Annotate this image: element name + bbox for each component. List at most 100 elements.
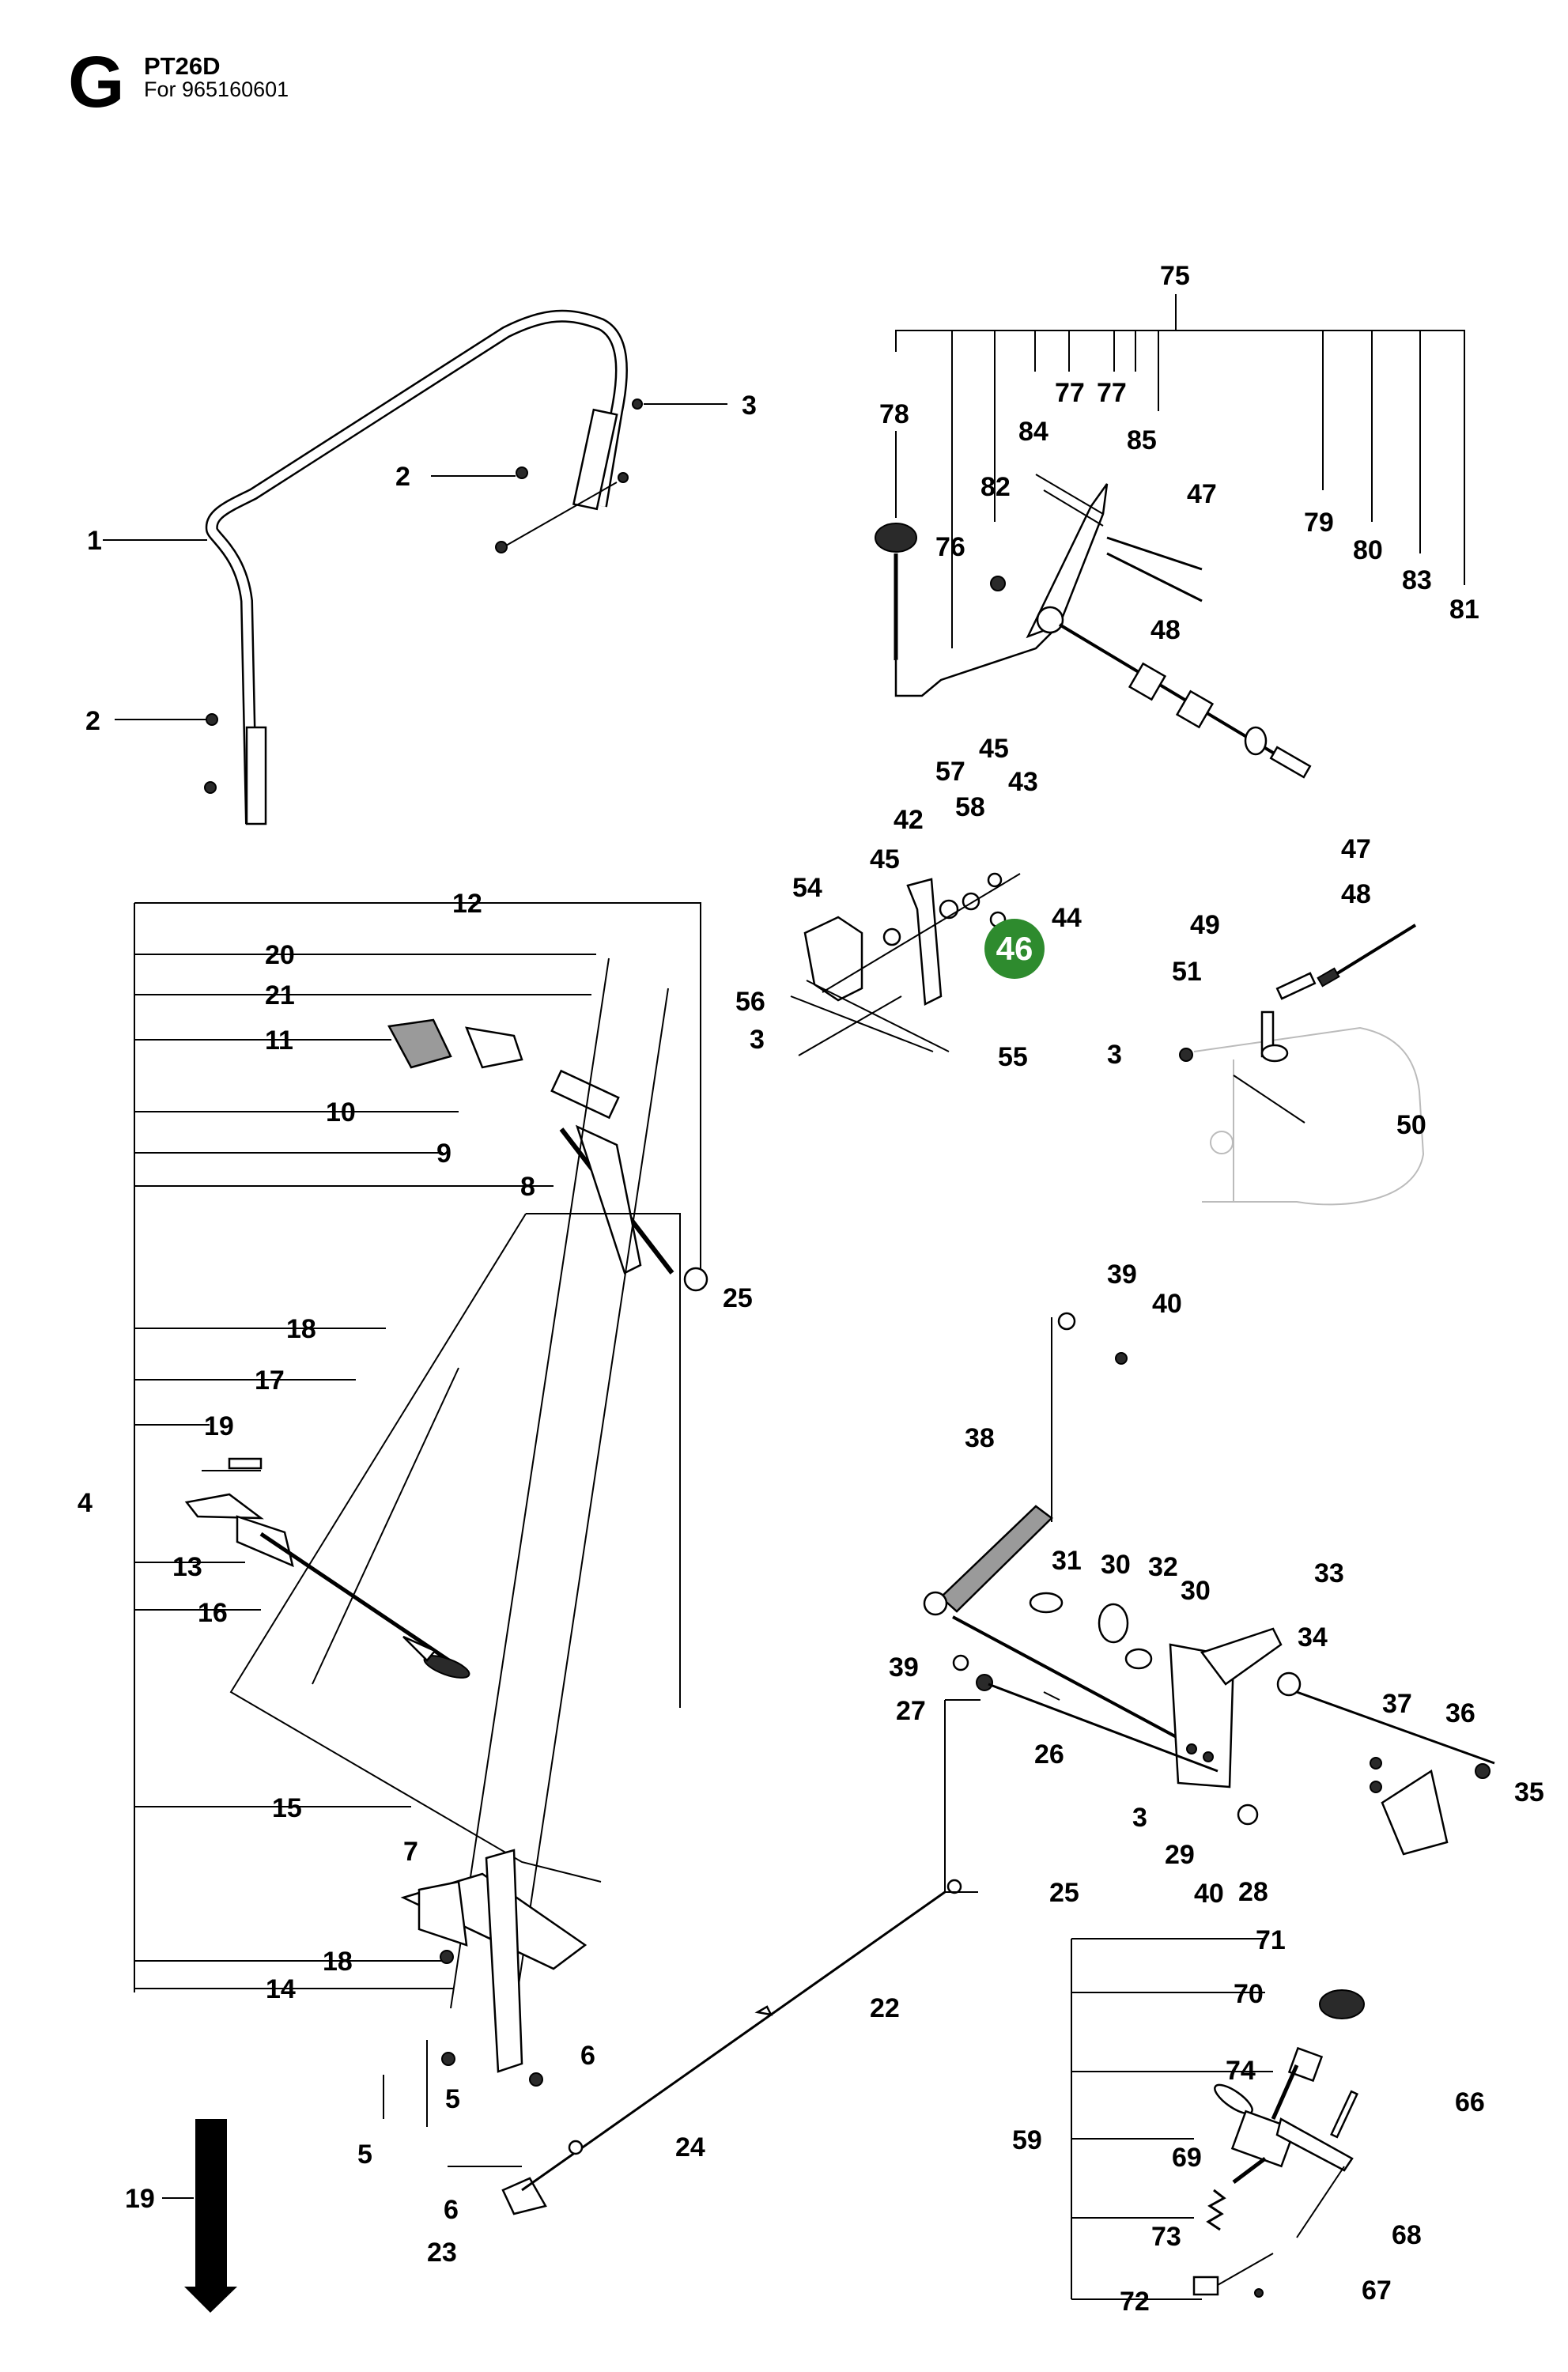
lever-assembly-75 <box>875 294 1465 779</box>
linkage-detail <box>1179 923 1425 1206</box>
callout-84: 84 <box>1018 417 1048 447</box>
callout-7: 7 <box>403 1837 418 1867</box>
callout-37: 37 <box>1382 1689 1412 1719</box>
callout-81: 81 <box>1449 595 1479 625</box>
callout-26: 26 <box>1034 1739 1064 1770</box>
callout-45: 45 <box>979 734 1009 764</box>
callout-34: 34 <box>1298 1622 1328 1652</box>
callout-74: 74 <box>1226 2056 1256 2086</box>
callout-15: 15 <box>272 1793 302 1823</box>
callout-18: 18 <box>286 1314 316 1344</box>
callout-16: 16 <box>198 1598 228 1628</box>
callout-58: 58 <box>955 792 985 822</box>
callout-50: 50 <box>1396 1110 1426 1140</box>
callout-57: 57 <box>935 757 965 787</box>
callout-80: 80 <box>1353 535 1383 565</box>
chute-control-assembly <box>134 902 962 2215</box>
highlight-label: 46 <box>996 930 1033 967</box>
callout-78: 78 <box>879 399 909 429</box>
callout-77: 77 <box>1055 378 1085 408</box>
callout-77: 77 <box>1097 378 1127 408</box>
callout-73: 73 <box>1151 2222 1181 2252</box>
callout-21: 21 <box>265 980 295 1010</box>
callout-20: 20 <box>265 940 295 970</box>
callout-59: 59 <box>1012 2125 1042 2155</box>
direction-arrow-icon <box>162 2119 237 2313</box>
callout-40: 40 <box>1152 1289 1182 1319</box>
callout-36: 36 <box>1445 1698 1475 1728</box>
callout-76: 76 <box>935 532 965 562</box>
callout-6: 6 <box>580 2041 595 2071</box>
callout-55: 55 <box>998 1042 1028 1072</box>
callout-3: 3 <box>1132 1803 1147 1833</box>
callout-12: 12 <box>452 889 482 919</box>
callout-40: 40 <box>1194 1879 1224 1909</box>
callout-3: 3 <box>742 391 757 421</box>
callout-47: 47 <box>1341 834 1371 864</box>
callout-1: 1 <box>87 526 102 556</box>
callout-48: 48 <box>1150 615 1181 645</box>
callout-39: 39 <box>889 1652 919 1683</box>
callout-4: 4 <box>77 1488 93 1518</box>
callout-2: 2 <box>395 462 410 492</box>
callout-25: 25 <box>1049 1878 1079 1908</box>
callout-54: 54 <box>792 873 822 903</box>
callout-82: 82 <box>980 472 1011 502</box>
callout-71: 71 <box>1256 1925 1286 1955</box>
model-name: PT26D <box>144 52 221 80</box>
callout-27: 27 <box>896 1696 926 1726</box>
callout-5: 5 <box>445 2084 460 2114</box>
callout-17: 17 <box>255 1365 285 1396</box>
callout-19: 19 <box>204 1411 234 1441</box>
callout-42: 42 <box>894 805 924 835</box>
callout-13: 13 <box>172 1552 202 1582</box>
callout-79: 79 <box>1304 508 1334 538</box>
callout-44: 44 <box>1052 903 1082 933</box>
callout-45: 45 <box>870 844 900 874</box>
callout-28: 28 <box>1238 1877 1268 1907</box>
callout-75: 75 <box>1160 261 1190 291</box>
callout-30: 30 <box>1181 1576 1211 1606</box>
bracket-assembly <box>790 872 1021 1056</box>
callout-24: 24 <box>675 2132 705 2162</box>
callout-69: 69 <box>1172 2143 1202 2173</box>
highlighted-part-46: 46 <box>984 919 1045 979</box>
callout-31: 31 <box>1052 1546 1082 1576</box>
callout-47: 47 <box>1187 479 1217 509</box>
callout-39: 39 <box>1107 1260 1137 1290</box>
callout-29: 29 <box>1165 1840 1195 1870</box>
knob-assembly-59 <box>1071 1938 1365 2300</box>
callout-22: 22 <box>870 1993 900 2023</box>
callout-43: 43 <box>1008 767 1038 797</box>
callout-67: 67 <box>1362 2276 1392 2306</box>
callout-51: 51 <box>1172 957 1202 987</box>
callout-49: 49 <box>1190 910 1220 940</box>
callout-8: 8 <box>520 1172 535 1202</box>
callout-83: 83 <box>1402 565 1432 595</box>
callout-6: 6 <box>444 2195 459 2225</box>
callout-3: 3 <box>1107 1040 1122 1070</box>
callout-2: 2 <box>85 706 100 736</box>
callout-85: 85 <box>1127 425 1157 455</box>
callout-23: 23 <box>427 2238 457 2268</box>
callout-14: 14 <box>266 1974 296 2004</box>
callout-10: 10 <box>326 1097 356 1127</box>
callout-32: 32 <box>1148 1552 1178 1582</box>
section-letter: G <box>68 42 125 123</box>
model-number: For 965160601 <box>144 77 289 101</box>
callout-33: 33 <box>1314 1558 1344 1588</box>
callout-9: 9 <box>436 1139 452 1169</box>
callout-3: 3 <box>750 1025 765 1055</box>
callout-labels: 1 2 2 3 75 78 84 77 77 85 82 47 76 79 80… <box>77 261 1544 2317</box>
handle-assembly <box>103 309 727 825</box>
callout-70: 70 <box>1234 1979 1264 2009</box>
drive-linkage-assembly <box>923 1312 1495 1893</box>
callout-25: 25 <box>723 1283 753 1313</box>
callout-11: 11 <box>265 1025 293 1056</box>
callout-56: 56 <box>735 987 765 1017</box>
callout-66: 66 <box>1455 2087 1485 2117</box>
callout-38: 38 <box>965 1423 995 1453</box>
callout-72: 72 <box>1120 2287 1150 2317</box>
